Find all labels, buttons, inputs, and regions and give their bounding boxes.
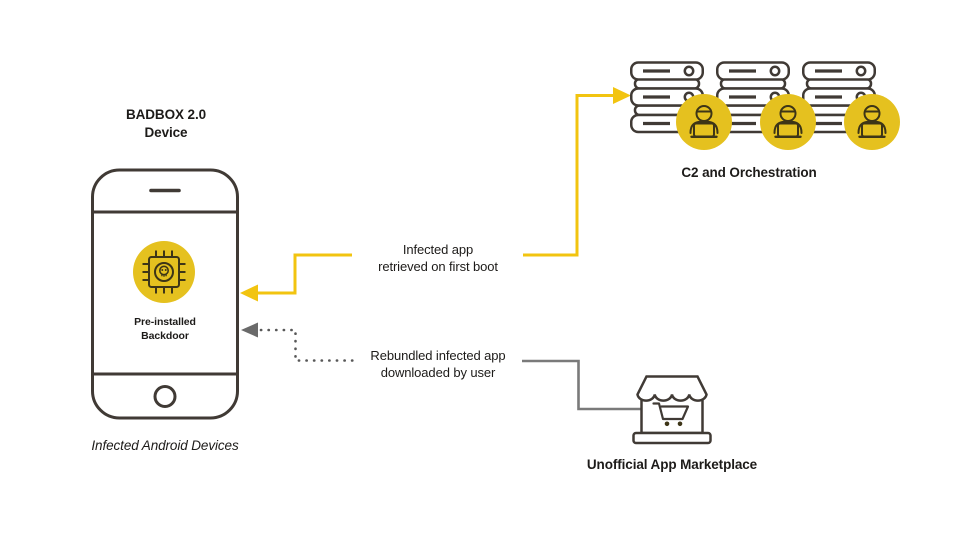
- shopping-cart-icon: [652, 402, 690, 427]
- device-caption: Infected Android Devices: [91, 438, 239, 453]
- flow-label-infected-app: Infected app retrieved on first boot: [378, 242, 498, 274]
- device-title: BADBOX 2.0 Device: [125, 107, 207, 140]
- marketplace-label: Unofficial App Marketplace: [586, 457, 758, 472]
- arrowhead-to-device-dotted: [241, 322, 258, 338]
- hacker-badge-icon: [674, 92, 734, 152]
- flow-arrow-rebundled-app: [241, 322, 641, 411]
- flow-label-rebundled-app: Rebundled infected app downloaded by use…: [370, 348, 506, 380]
- phone-home-button: [153, 385, 177, 408]
- flow-arrow-infected-app: [240, 87, 631, 302]
- c2-cluster-label: C2 and Orchestration: [681, 165, 817, 180]
- malware-chip-icon: [133, 241, 195, 303]
- hacker-badge-icon: [758, 92, 818, 152]
- hacker-badge-icon: [842, 92, 902, 152]
- skull-icon: [159, 265, 170, 276]
- storefront-cart-icon: [632, 375, 712, 445]
- arrowhead-to-servers: [613, 87, 631, 104]
- arrowhead-to-device: [240, 284, 258, 302]
- smartphone-icon: [91, 168, 239, 420]
- awning: [636, 375, 708, 402]
- backdoor-badge-label: Pre-installed Backdoor: [134, 316, 196, 342]
